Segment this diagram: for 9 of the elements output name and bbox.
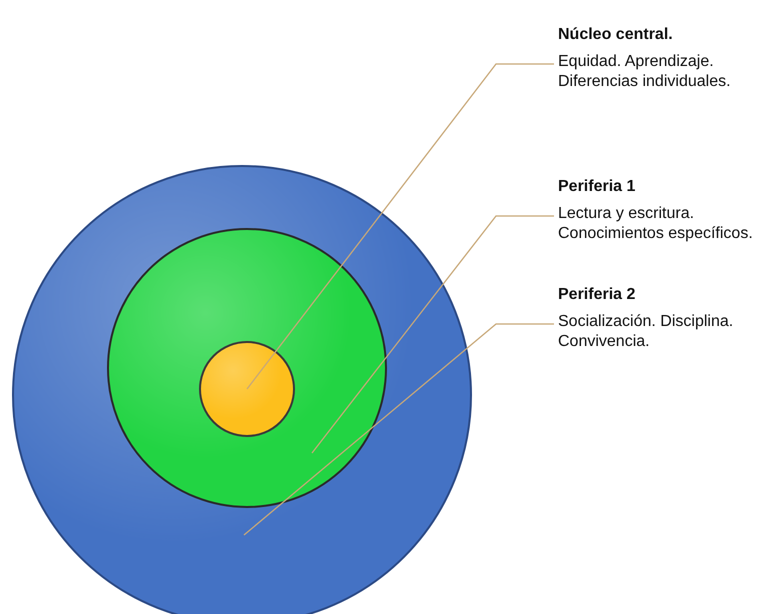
body-text: Socialización. Disciplina. Convivencia. [558, 312, 734, 352]
heading: Periferia 1 [558, 178, 636, 196]
heading: Núcleo central. [558, 26, 674, 44]
heading: Periferia 2 [558, 286, 636, 304]
leader-line [244, 323, 554, 536]
body-text: Equidad. Aprendizaje. Diferencias individuales. [558, 52, 732, 92]
leader-line [311, 215, 554, 454]
body-text: Lectura y escritura. Conocimientos específicos. [558, 204, 754, 244]
leader-line [246, 63, 554, 390]
